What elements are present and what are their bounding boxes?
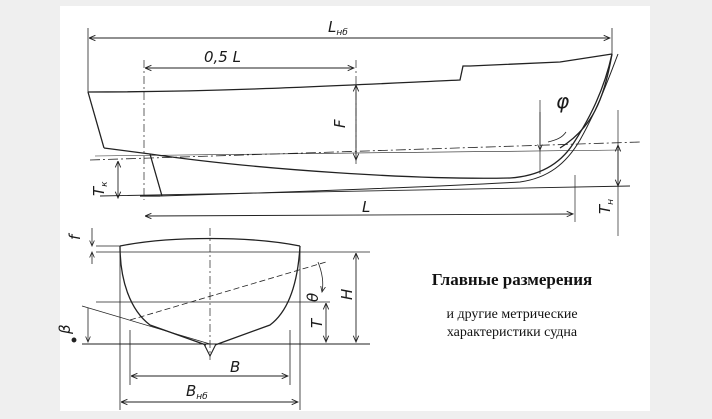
hull-side-right [214, 245, 301, 346]
caption-subtitle-line-2: характеристики судна [446, 325, 578, 340]
stern-transom [87, 91, 105, 149]
label-camber: f [66, 232, 84, 240]
label-deadrise: β [56, 324, 74, 335]
label-theta: θ [304, 293, 322, 302]
deck-line [87, 53, 613, 93]
label-length: L [362, 198, 370, 216]
waterline-2 [94, 149, 621, 157]
hull-side-left [119, 245, 207, 346]
label-beam: B [230, 358, 240, 376]
keel-line [159, 53, 619, 197]
label-freeboard: F [331, 119, 349, 128]
label-length-overall: Lнб [328, 18, 348, 38]
side-view [87, 28, 641, 236]
baseline [99, 185, 631, 197]
label-draft-stern: Tк [90, 181, 110, 196]
skeg [140, 153, 163, 197]
label-half-length: 0,5 L [204, 48, 241, 66]
caption-subtitle-line-1: и другие метрические [446, 307, 578, 322]
hull-bottom [103, 53, 613, 179]
waterline [89, 141, 641, 161]
label-draft: T [308, 317, 326, 328]
label-depth: H [338, 289, 356, 300]
caption-subtitle: и другие метрические характеристики судн… [397, 306, 627, 342]
caption-title: Главные размерения [431, 270, 593, 289]
section-view [71, 228, 370, 410]
label-beam-overall: Bнб [186, 382, 208, 402]
label-angle-phi: φ [556, 89, 569, 113]
deck-camber [119, 237, 301, 247]
drawing-sheet [60, 6, 650, 411]
label-draft-bow: Tн [596, 199, 616, 214]
